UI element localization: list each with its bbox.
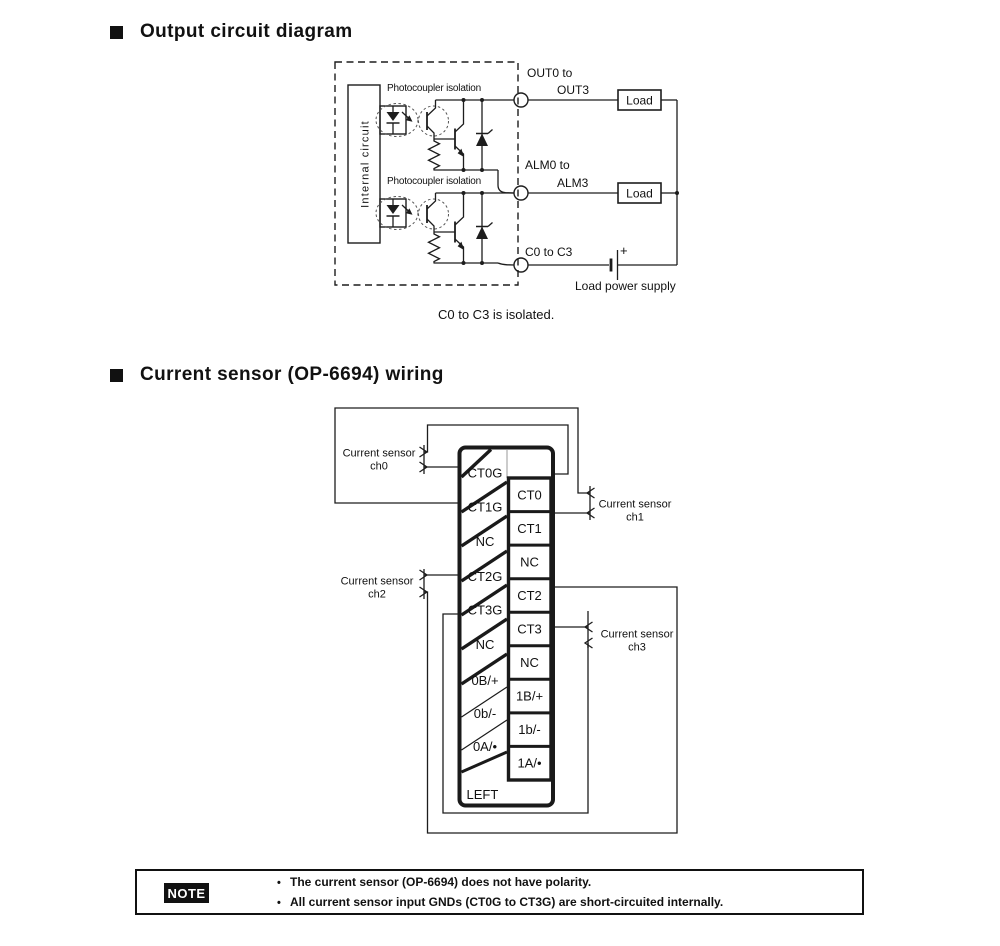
terminal-label: CT3: [517, 622, 542, 637]
section-bullet-square-icon: [110, 25, 123, 39]
wire-ch3-to-ct3g: [442, 613, 589, 814]
note-badge: NOTE: [164, 883, 209, 903]
out-terminal-circle: [513, 92, 529, 108]
sensor-label-ch3-line2: ch3: [628, 642, 646, 654]
terminal-label: 0b/-: [474, 706, 496, 721]
terminal-label: 0A/•: [473, 739, 498, 754]
internal-boundary-dashed-box: [334, 61, 519, 286]
photocoupler-label-bottom: Photocoupler isolation: [387, 176, 481, 187]
alm-label-line1: ALM0 to: [525, 158, 570, 172]
current-sensor-symbol-ch1: [585, 486, 595, 520]
terminal-label: 1B/+: [516, 689, 543, 704]
out-label-line2: OUT3: [557, 83, 589, 97]
terminal-label: 0B/+: [471, 673, 498, 688]
left-terminal-separators: [460, 448, 508, 774]
terminal-label: CT2G: [468, 569, 503, 584]
sensor-label-ch2-line1: Current sensor: [341, 576, 414, 588]
note-box: NOTE •The current sensor (OP-6694) does …: [135, 869, 864, 915]
sensor-label-ch3-line1: Current sensor: [601, 629, 674, 641]
load-power-supply-label: Load power supply: [575, 279, 676, 293]
alm-to-c-connector: [497, 262, 515, 266]
terminal-label: CT2: [517, 588, 542, 603]
terminal-label: NC: [520, 555, 539, 570]
terminal-label: CT1G: [468, 500, 503, 515]
sensor-label-ch1-line2: ch1: [626, 512, 644, 524]
alm-label-line2: ALM3: [557, 176, 589, 190]
battery-plus-sign: +: [620, 243, 628, 258]
terminal-label: 1A/•: [517, 756, 542, 771]
terminal-label: CT3G: [468, 603, 503, 618]
note-item: •All current sensor input GNDs (CT0G to …: [277, 895, 724, 909]
section-heading-current-sensor-wiring: Current sensor (OP-6694) wiring: [110, 364, 444, 386]
terminal-label: NC: [476, 534, 495, 549]
bullet-icon: •: [277, 897, 281, 909]
current-sensor-symbol-ch2: [419, 569, 429, 599]
bullet-icon: •: [277, 877, 281, 889]
terminal-label: NC: [520, 655, 539, 670]
photocoupler-label-top: Photocoupler isolation: [387, 83, 481, 94]
out-label-line1: OUT0 to: [527, 66, 573, 80]
section-heading-output-circuit: Output circuit diagram: [110, 21, 353, 43]
isolated-caption: C0 to C3 is isolated.: [438, 307, 554, 322]
common-terminal-circle: [513, 257, 529, 273]
alm-terminal-circle: [513, 185, 529, 201]
sensor-label-ch0-line1: Current sensor: [343, 448, 416, 460]
c-label: C0 to C3: [525, 245, 573, 259]
current-sensor-symbol-ch3: [583, 611, 593, 649]
sensor-label-ch2-line2: ch2: [368, 589, 386, 601]
terminal-label-left-end: LEFT: [467, 787, 499, 802]
terminal-label: NC: [476, 637, 495, 652]
current-sensor-symbol-ch0: [419, 445, 429, 474]
terminal-label: CT1: [517, 521, 542, 536]
terminal-label: CT0G: [468, 466, 503, 481]
section-title: Current sensor (OP-6694) wiring: [140, 364, 444, 385]
note-item: •The current sensor (OP-6694) does not h…: [277, 875, 592, 889]
right-terminal-separators: [508, 510, 551, 748]
terminal-label: 1b/-: [518, 722, 540, 737]
out-to-alm-connector: [497, 170, 515, 194]
sensor-label-ch0-line2: ch0: [370, 461, 388, 473]
load-label-top: Load: [626, 94, 653, 108]
load-label-bottom: Load: [626, 187, 653, 201]
internal-circuit-box: [347, 84, 381, 244]
internal-circuit-label: Internal circuit: [360, 120, 372, 208]
right-terminal-column: [506, 476, 553, 782]
wire-ch1-to-ct1g: [334, 407, 590, 504]
terminal-label: CT0: [517, 488, 542, 503]
current-sensor-wiring-diagram: Current sensor ch0 Current sensor ch1 Cu…: [334, 407, 678, 834]
section-title: Output circuit diagram: [140, 21, 353, 42]
sensor-label-ch1-line1: Current sensor: [599, 499, 672, 511]
output-circuit-diagram: Internal circuit Photocoupler isolation …: [334, 61, 679, 322]
section-bullet-square-icon: [110, 368, 123, 382]
